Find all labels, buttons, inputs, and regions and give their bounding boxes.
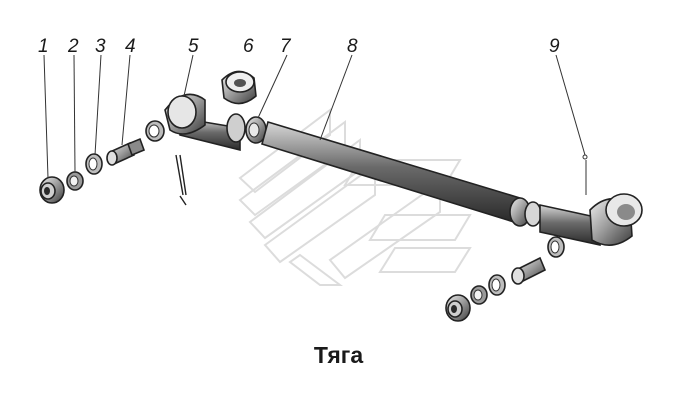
part-9-tip-body: [539, 193, 643, 246]
part-7-nut: [245, 116, 267, 144]
label-8: 8: [347, 36, 358, 57]
label-3: 3: [95, 36, 106, 57]
label-6: 6: [243, 36, 254, 57]
label-4: 4: [125, 36, 136, 57]
label-2: 2: [67, 36, 79, 57]
label-5: 5: [188, 36, 199, 57]
leader-lines: [43, 54, 588, 195]
label-1: 1: [38, 36, 49, 57]
right-pin: [511, 256, 547, 285]
part-5-tip-body: [164, 93, 246, 152]
label-7: 7: [280, 36, 292, 57]
ring: [145, 120, 165, 142]
right-nut: [445, 294, 471, 322]
right-ring: [547, 236, 565, 258]
right-washer-a: [488, 274, 506, 296]
part-8-rod: [261, 120, 521, 224]
part-2-washer: [66, 171, 84, 191]
cotter-pin: [175, 154, 187, 206]
right-rod-nut: [509, 197, 542, 227]
diagram-caption: Тяга: [313, 342, 364, 368]
part-3-washer: [85, 153, 103, 175]
label-9: 9: [549, 36, 560, 57]
part-1-nut: [39, 176, 65, 204]
part-4-pin: [106, 137, 146, 166]
right-washer-b: [470, 285, 488, 305]
part-6-bushing: [221, 70, 257, 105]
